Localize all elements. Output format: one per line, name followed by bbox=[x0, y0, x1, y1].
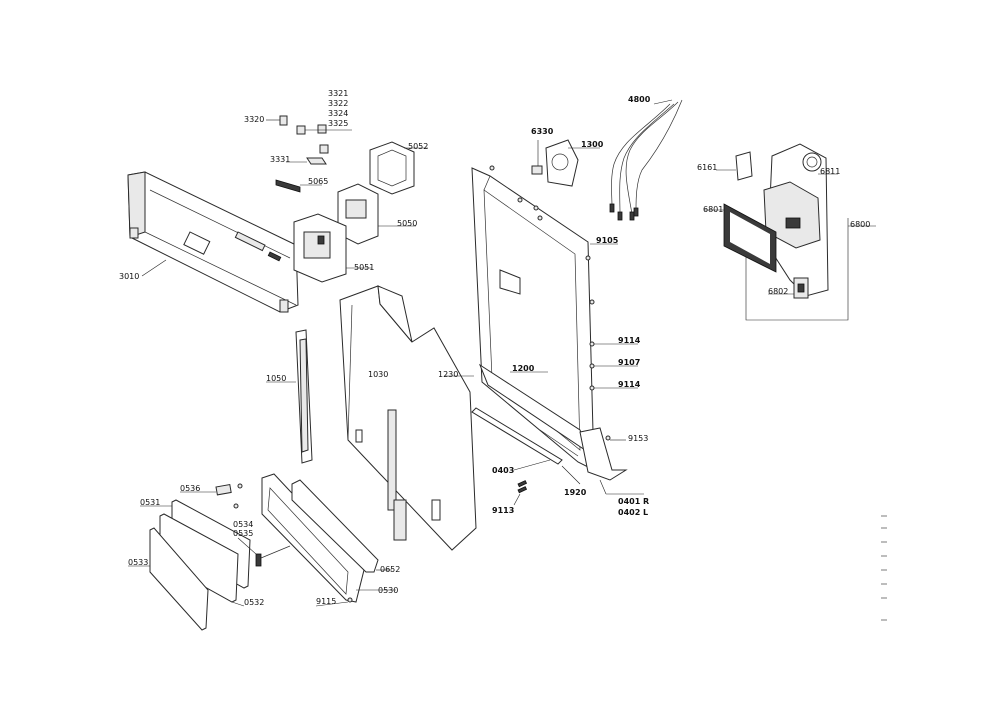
label-3321: 3321 bbox=[328, 89, 348, 98]
part-9115-screw bbox=[315, 597, 353, 607]
part-6801-gasket bbox=[704, 203, 777, 273]
label-9107: 9107 bbox=[618, 358, 640, 367]
label-5065: 5065 bbox=[308, 177, 328, 186]
label-3325: 3325 bbox=[328, 119, 348, 128]
part-6802-actuator bbox=[768, 277, 809, 299]
label-9114-upper: 9114 bbox=[618, 336, 641, 345]
label-3010: 3010 bbox=[119, 272, 139, 281]
part-6811-seal-ring bbox=[802, 152, 838, 175]
label-3322: 3322 bbox=[328, 99, 348, 108]
label-0532: 0532 bbox=[244, 598, 264, 607]
label-9115: 9115 bbox=[316, 597, 336, 606]
part-labels: 3321 3322 3324 3325 3320 3331 5065 5052 … bbox=[119, 89, 870, 607]
screws-left bbox=[233, 483, 243, 509]
part-1030-door-panel bbox=[339, 285, 477, 551]
label-1300: 1300 bbox=[581, 140, 604, 149]
label-0535: 0535 bbox=[233, 529, 253, 538]
part-5052-bracket bbox=[369, 141, 428, 195]
label-9114-lower: 9114 bbox=[618, 380, 641, 389]
label-6800: 6800 bbox=[850, 220, 870, 229]
label-1050: 1050 bbox=[266, 374, 286, 383]
label-6802: 6802 bbox=[768, 287, 788, 296]
label-0531: 0531 bbox=[140, 498, 160, 507]
label-9113: 9113 bbox=[492, 506, 514, 515]
part-1050-hinge-strut bbox=[266, 329, 313, 464]
part-9113-clips bbox=[513, 480, 528, 506]
label-0533: 0533 bbox=[128, 558, 148, 567]
label-0652: 0652 bbox=[380, 565, 400, 574]
label-1030: 1030 bbox=[368, 370, 388, 379]
part-5051-module-housing bbox=[293, 213, 372, 283]
label-6801: 6801 bbox=[703, 205, 723, 214]
part-3320-clip bbox=[266, 115, 288, 126]
part-3331-bracket bbox=[286, 144, 329, 165]
part-6800-dispenser-body bbox=[763, 143, 829, 297]
part-5065-module bbox=[275, 179, 322, 193]
part-6161-lever bbox=[716, 151, 753, 181]
label-1920: 1920 bbox=[564, 488, 587, 497]
part-0533-strip bbox=[128, 527, 209, 631]
label-3331: 3331 bbox=[270, 155, 290, 164]
label-0401-r: 0401 R bbox=[618, 497, 649, 506]
label-0402-l: 0402 L bbox=[618, 508, 648, 517]
part-1920-seal bbox=[539, 429, 581, 485]
part-4800-wire-harness bbox=[609, 99, 683, 221]
label-5051: 5051 bbox=[354, 263, 374, 272]
label-0530: 0530 bbox=[378, 586, 398, 595]
part-0536-clip bbox=[180, 483, 232, 496]
label-1230: 1230 bbox=[438, 370, 458, 379]
part-5050-electronic-module bbox=[337, 183, 416, 245]
part-1200-outer-door bbox=[471, 167, 595, 471]
label-5050: 5050 bbox=[397, 219, 417, 228]
part-0652-trim bbox=[291, 479, 392, 573]
part-0403-rail bbox=[471, 407, 563, 471]
part-0401-0402-hinge bbox=[579, 427, 644, 495]
part-6330-label bbox=[531, 140, 543, 175]
part-0534-0535-key bbox=[237, 537, 291, 567]
part-3321-3325-clips bbox=[296, 124, 352, 135]
part-6800-assembly-frame bbox=[745, 218, 876, 321]
label-4800: 4800 bbox=[628, 95, 651, 104]
label-5052: 5052 bbox=[408, 142, 428, 151]
label-6330: 6330 bbox=[531, 127, 554, 136]
label-1200: 1200 bbox=[512, 364, 535, 373]
label-9105: 9105 bbox=[596, 236, 619, 245]
part-3010-control-panel bbox=[127, 171, 299, 313]
label-0403: 0403 bbox=[492, 466, 514, 475]
label-0534: 0534 bbox=[233, 520, 253, 529]
screws-right-side bbox=[489, 165, 638, 441]
label-3320: 3320 bbox=[244, 115, 264, 124]
part-1300-dispenser bbox=[545, 139, 600, 187]
label-6811: 6811 bbox=[820, 167, 840, 176]
margin-ticks bbox=[881, 515, 887, 621]
part-0530-front-panel bbox=[261, 473, 396, 603]
label-0536: 0536 bbox=[180, 484, 200, 493]
label-9153: 9153 bbox=[628, 434, 648, 443]
label-3324: 3324 bbox=[328, 109, 348, 118]
label-6161: 6161 bbox=[697, 163, 717, 172]
